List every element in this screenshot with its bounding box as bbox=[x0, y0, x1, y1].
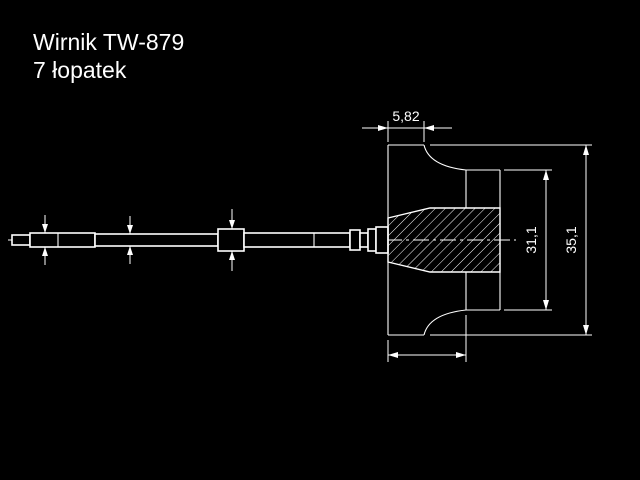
dimension-top-width: 5,82 bbox=[362, 108, 452, 142]
shaft-collar bbox=[375, 226, 389, 254]
dimension-value: 35,1 bbox=[563, 226, 579, 253]
arrow-up-icon bbox=[543, 170, 549, 180]
arrow-up-icon bbox=[583, 145, 589, 155]
shaft-journal bbox=[217, 228, 245, 252]
seal-groove bbox=[359, 232, 369, 248]
blade-contour-bottom bbox=[423, 309, 467, 336]
page-subtitle: 7 łopatek bbox=[33, 57, 127, 83]
shaft-diameter-callouts bbox=[42, 209, 235, 271]
arrow-up-icon bbox=[42, 247, 48, 256]
shaft bbox=[11, 226, 389, 254]
arrow-right-icon bbox=[378, 125, 388, 131]
dimension-inner-diameter: 31,1 bbox=[504, 169, 552, 311]
shaft-segment bbox=[29, 232, 96, 248]
shaft-segment bbox=[243, 232, 351, 248]
turbine-wheel bbox=[387, 144, 501, 336]
dimension-value: 5,82 bbox=[392, 108, 419, 124]
seal-ring bbox=[349, 229, 361, 251]
arrow-down-icon bbox=[543, 300, 549, 310]
arrow-down-icon bbox=[229, 220, 235, 229]
arrow-up-icon bbox=[127, 246, 133, 255]
arrow-down-icon bbox=[583, 325, 589, 335]
arrow-down-icon bbox=[42, 224, 48, 233]
shaft-tip bbox=[11, 234, 31, 246]
page-title: Wirnik TW-879 bbox=[33, 29, 184, 55]
title-block: Wirnik TW-879 7 łopatek bbox=[33, 29, 184, 83]
blade-contour-top bbox=[423, 144, 467, 171]
arrow-left-icon bbox=[424, 125, 434, 131]
dimension-bottom-width bbox=[387, 315, 467, 362]
arrow-up-icon bbox=[229, 251, 235, 260]
dimension-value: 31,1 bbox=[523, 226, 539, 253]
seal-ring bbox=[367, 228, 377, 252]
hub-hatched-section bbox=[387, 207, 501, 273]
arrow-left-icon bbox=[388, 352, 398, 358]
arrow-right-icon bbox=[456, 352, 466, 358]
dimension-outer-diameter: 35,1 bbox=[430, 144, 592, 336]
shaft-segment bbox=[94, 233, 219, 247]
arrow-down-icon bbox=[127, 225, 133, 234]
